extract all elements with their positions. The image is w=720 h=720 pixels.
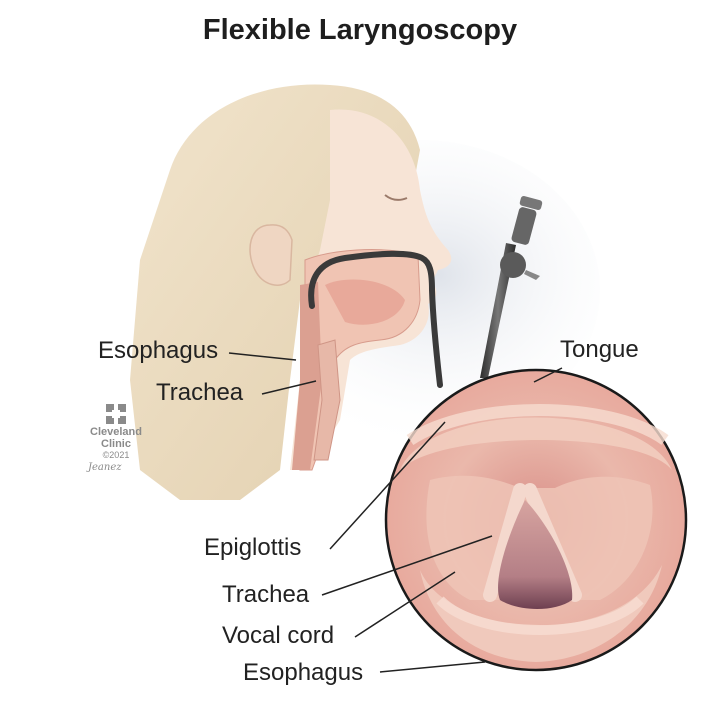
cleveland-clinic-logo-icon [106, 404, 126, 424]
ear [249, 224, 293, 286]
logo-name-line2: Clinic [101, 438, 131, 450]
label-esophagus-left: Esophagus [98, 337, 219, 364]
leader-esophagus-left [228, 352, 297, 361]
closed-eye [384, 194, 408, 201]
leader-epiglottis [329, 421, 446, 550]
logo-copyright: ©2021 [102, 450, 130, 460]
diagram-title: Flexible Laryngoscopy [202, 14, 518, 46]
leader-trachea-view [321, 535, 493, 596]
label-tongue: Tongue [560, 336, 639, 363]
pharynx-cutaway [292, 282, 322, 470]
artist-signature: Jeanez [88, 462, 122, 473]
leader-tongue [533, 367, 563, 383]
label-vocal-cord: Vocal cord [222, 622, 335, 649]
cleveland-clinic-logo: Cleveland Clinic ©2021 Jeanez [86, 404, 146, 473]
leader-vocal-cord [354, 571, 456, 638]
logo-name-line1: Cleveland [90, 426, 142, 438]
scope-tube [308, 250, 443, 388]
scope-view-circle [384, 368, 688, 672]
laryngoscope-handle [480, 195, 543, 378]
label-trachea-left: Trachea [156, 379, 244, 406]
leader-trachea-left [261, 380, 317, 395]
trachea-cutaway [313, 339, 341, 461]
tongue-cutaway [325, 279, 405, 325]
label-esophagus-view: Esophagus [243, 659, 364, 686]
leader-esophagus-view [379, 661, 486, 673]
label-epiglottis: Epiglottis [204, 534, 302, 561]
label-trachea-view: Trachea [222, 581, 310, 608]
leader-lines [228, 352, 563, 673]
